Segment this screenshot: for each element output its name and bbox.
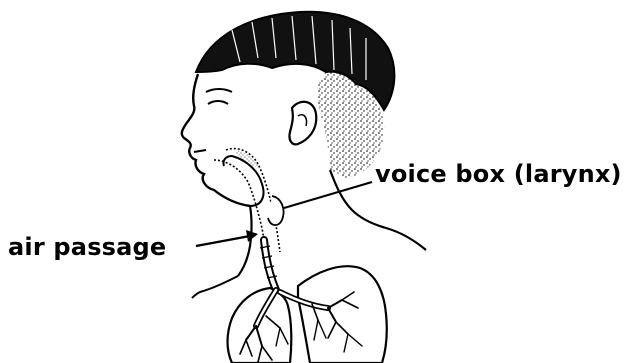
voice-box-label: voice box (larynx): [375, 162, 622, 186]
brow: [206, 89, 232, 92]
neck-front: [238, 206, 252, 276]
shoulder-line: [386, 228, 426, 250]
ear: [289, 102, 316, 145]
face-profile: [182, 74, 250, 206]
air-passage-label: air passage: [8, 235, 166, 259]
cheek-shading: [236, 150, 260, 170]
eye: [208, 101, 228, 104]
mouth: [194, 150, 206, 152]
air-passage-pointer: [196, 236, 250, 246]
voice-box-pointer: [284, 182, 372, 208]
right-lung: [298, 266, 387, 363]
chest-line: [192, 276, 238, 298]
